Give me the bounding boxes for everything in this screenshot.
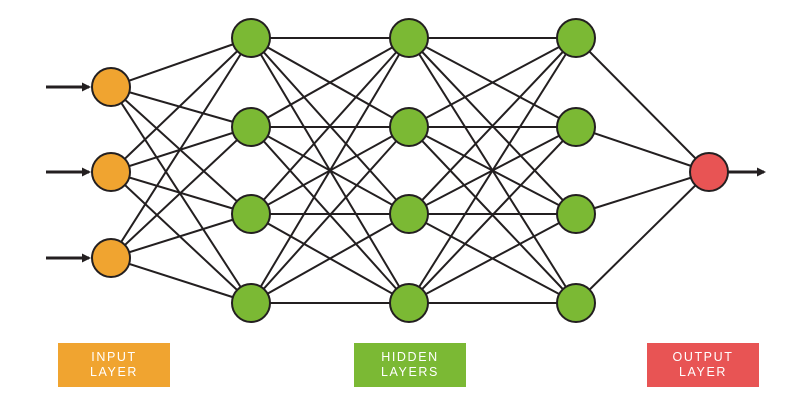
hidden-neuron-l1-n0 [231,18,271,58]
hidden-neuron-l1-n2 [231,194,271,234]
io-arrows [46,82,766,263]
hidden-layers-label-line1: HIDDEN [381,350,439,364]
connection-l0n0-l1n3 [110,86,252,304]
neurons [91,18,729,323]
hidden-neuron-l2-n0 [389,18,429,58]
output-neuron-l4-n0 [689,152,729,192]
hidden-neuron-l3-n1 [556,107,596,147]
hidden-neuron-l2-n3 [389,283,429,323]
hidden-neuron-l1-n3 [231,283,271,323]
connection-l1n3-l2n1 [250,126,410,304]
input-neuron-l0-n1 [91,152,131,192]
connection-l3n1-l4n0 [575,126,710,173]
input-layer-label: INPUT LAYER [58,343,170,387]
hidden-neuron-l3-n3 [556,283,596,323]
hidden-neuron-l3-n2 [556,194,596,234]
hidden-neuron-l3-n0 [556,18,596,58]
connection-l0n0-l1n1 [110,86,252,128]
connection-l0n1-l1n3 [110,171,252,304]
connection-l1n3-l2n0 [250,37,410,304]
connection-l2n3-l3n2 [408,213,577,304]
hidden-layers-label-line2: LAYERS [380,365,439,379]
connection-l0n2-l1n1 [110,126,252,259]
connection-l0n2-l1n2 [110,213,252,259]
input-layer-label-line2: LAYER [89,365,139,379]
connection-l2n2-l3n0 [408,37,577,215]
hidden-layers-label: HIDDEN LAYERS [354,343,466,387]
connection-l2n1-l3n0 [408,37,577,128]
output-layer-label-line2: LAYER [678,365,728,379]
hidden-neuron-l2-n2 [389,194,429,234]
output-layer-label: OUTPUT LAYER [647,343,759,387]
connection-l3n0-l4n0 [575,37,710,173]
connection-l0n1-l1n0 [110,37,252,173]
hidden-neuron-l2-n1 [389,107,429,147]
connections [110,37,710,304]
output-layer-label-line1: OUTPUT [672,350,734,364]
connection-l2n3-l3n1 [408,126,577,304]
connection-l1n1-l2n0 [250,37,410,128]
connection-l3n2-l4n0 [575,171,710,215]
connection-l3n3-l4n0 [575,171,710,304]
input-layer-label-line1: INPUT [91,350,137,364]
connection-l0n2-l1n3 [110,257,252,304]
connection-l2n3-l3n0 [408,37,577,304]
connection-l1n2-l2n0 [250,37,410,215]
connection-l1n3-l2n2 [250,213,410,304]
connection-l0n0-l1n0 [110,37,252,88]
hidden-neuron-l1-n1 [231,107,271,147]
input-neuron-l0-n0 [91,67,131,107]
connection-l0n2-l1n0 [110,37,252,259]
input-neuron-l0-n2 [91,238,131,278]
